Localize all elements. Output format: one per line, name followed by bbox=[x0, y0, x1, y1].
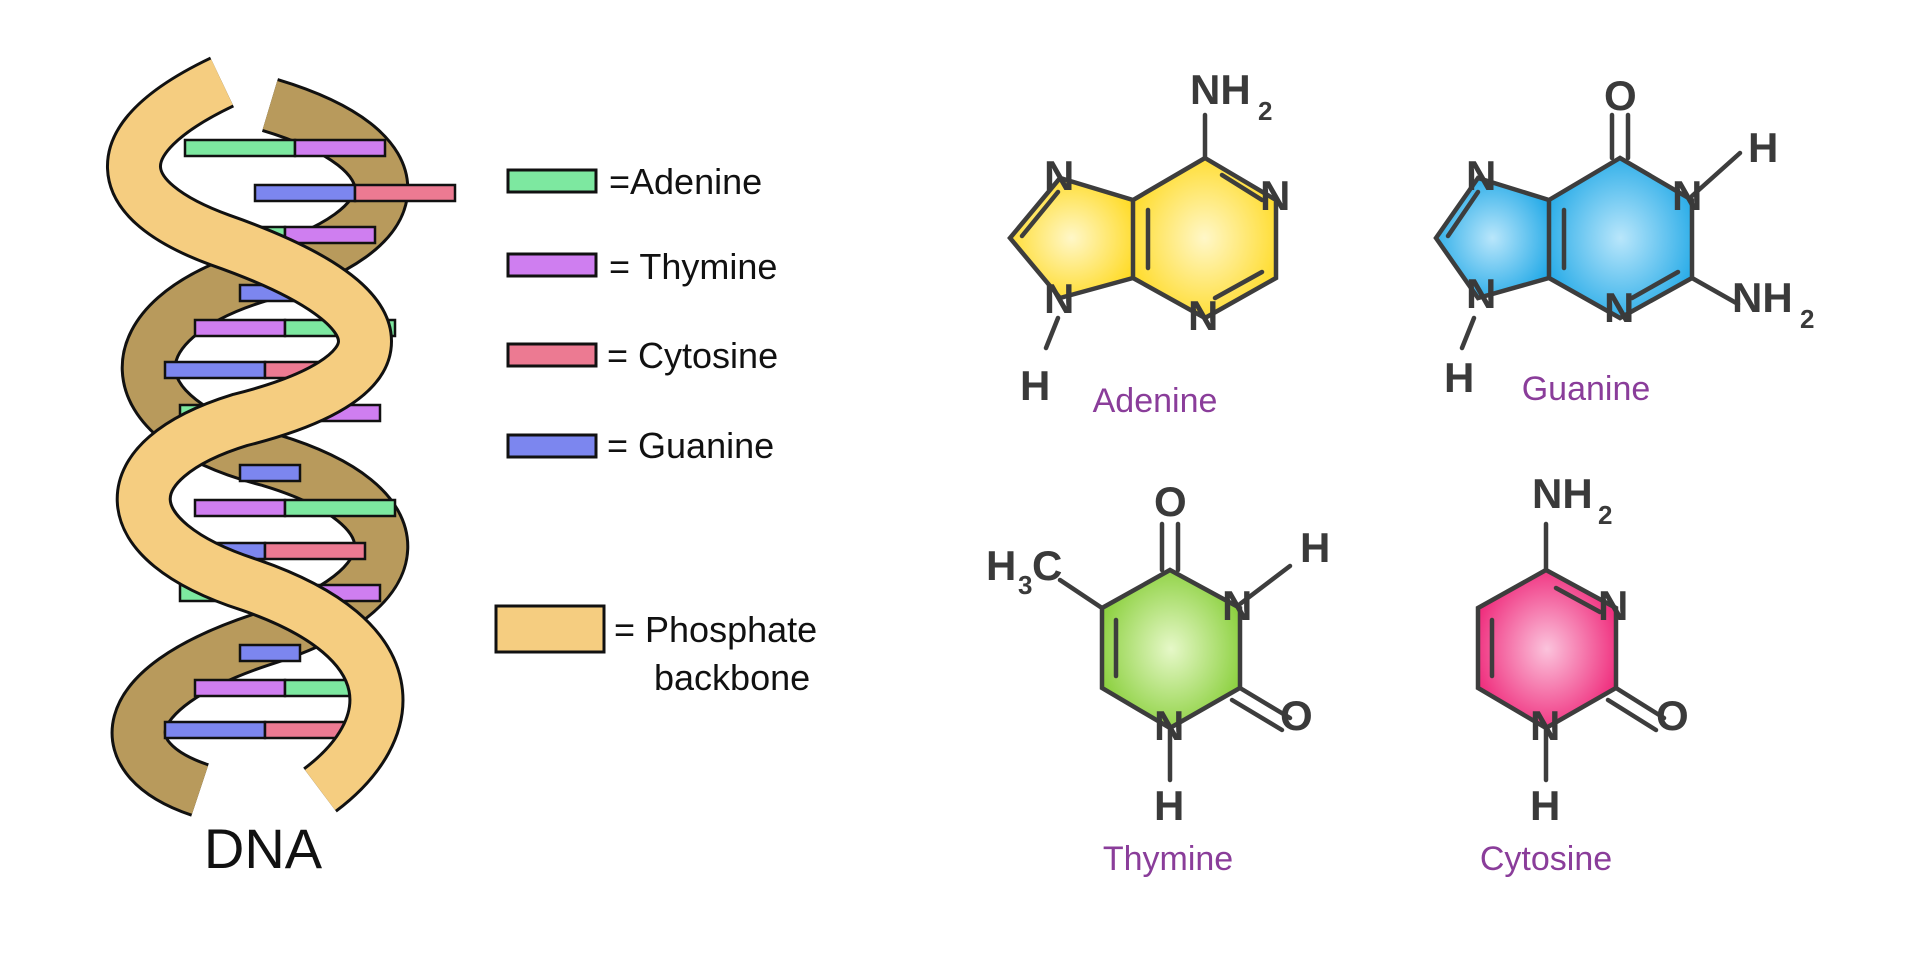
thymine-name: Thymine bbox=[1103, 840, 1233, 878]
legend-swatch-thymine bbox=[506, 252, 598, 278]
cytosine-nh2-subscript: 2 bbox=[1598, 500, 1612, 530]
cytosine-h1: H bbox=[1530, 782, 1560, 829]
thymine-h3c-h: H bbox=[986, 542, 1016, 589]
base-pair-rung-9-right bbox=[263, 541, 367, 561]
adenine-n3: N bbox=[1188, 292, 1218, 339]
thymine-o4: O bbox=[1154, 478, 1187, 525]
guanine-o: O bbox=[1604, 72, 1637, 119]
cytosine-n1: N bbox=[1530, 702, 1560, 749]
molecule-cytosine: NH 2 N O N H Cytosine bbox=[1475, 470, 1689, 878]
dna-helix: DNA bbox=[106, 56, 457, 880]
base-pair-rung-4-left bbox=[193, 318, 287, 338]
base-pair-rung-13-left bbox=[163, 720, 267, 740]
thymine-h3c-subscript: 3 bbox=[1018, 570, 1032, 600]
legend-label-thymine: = Thymine bbox=[609, 246, 777, 287]
thymine-h3: H bbox=[1300, 524, 1330, 571]
thymine-n1: N bbox=[1154, 702, 1184, 749]
guanine-name: Guanine bbox=[1522, 370, 1651, 408]
base-pair-rung-5-left bbox=[163, 360, 267, 380]
guanine-h9: H bbox=[1444, 354, 1474, 401]
molecule-guanine: O H N NH 2 N N N H Guanine bbox=[1433, 72, 1814, 408]
legend-label-backbone-line2: backbone bbox=[654, 657, 810, 698]
thymine-h3c-c: C bbox=[1032, 542, 1062, 589]
thymine-n3: N bbox=[1222, 582, 1252, 629]
legend-label-cytosine: = Cytosine bbox=[607, 335, 778, 376]
adenine-n7: N bbox=[1044, 152, 1074, 199]
legend-swatch-cytosine bbox=[506, 342, 598, 368]
adenine-n1: N bbox=[1260, 172, 1290, 219]
base-pair-rung-0-right bbox=[293, 138, 387, 158]
base-pair-rung-12-left bbox=[193, 678, 287, 698]
legend-label-backbone: = Phosphate bbox=[614, 609, 817, 650]
thymine-h1: H bbox=[1154, 782, 1184, 829]
cytosine-n3: N bbox=[1598, 582, 1628, 629]
base-pair-rung-7-left bbox=[238, 463, 302, 483]
adenine-h9: H bbox=[1020, 362, 1050, 409]
legend-label-adenine: =Adenine bbox=[609, 161, 762, 202]
molecule-adenine: NH 2 N N N N H Adenine bbox=[1007, 66, 1290, 420]
molecule-thymine: O H N O N H H 3 C Thymine bbox=[986, 478, 1330, 878]
base-pair-rung-8-left bbox=[193, 498, 287, 518]
thymine-o2: O bbox=[1280, 692, 1313, 739]
base-pair-rung-8-right bbox=[283, 498, 397, 518]
cytosine-nh2: NH bbox=[1532, 470, 1593, 517]
legend-swatch-guanine bbox=[506, 433, 598, 459]
adenine-nh2-subscript: 2 bbox=[1258, 96, 1272, 126]
guanine-n7: N bbox=[1466, 152, 1496, 199]
guanine-h1: H bbox=[1748, 124, 1778, 171]
cytosine-name: Cytosine bbox=[1480, 840, 1612, 878]
base-pair-rung-2-right bbox=[283, 225, 377, 245]
base-pair-rung-1-left bbox=[253, 183, 357, 203]
guanine-nh2-subscript: 2 bbox=[1800, 304, 1814, 334]
base-pair-rung-0-left bbox=[183, 138, 297, 158]
adenine-nh2: NH bbox=[1190, 66, 1251, 113]
legend-swatch-adenine bbox=[506, 168, 598, 194]
dna-title: DNA bbox=[204, 817, 323, 880]
guanine-n3: N bbox=[1604, 284, 1634, 331]
base-pair-rung-11-left bbox=[238, 643, 302, 663]
legend-swatch-backbone bbox=[494, 604, 606, 654]
legend: =Adenine = Thymine = Cytosine = Guanine … bbox=[494, 161, 817, 698]
guanine-nh2: NH bbox=[1732, 274, 1793, 321]
cytosine-o2: O bbox=[1656, 692, 1689, 739]
guanine-n9: N bbox=[1466, 270, 1496, 317]
legend-label-guanine: = Guanine bbox=[607, 425, 774, 466]
adenine-name: Adenine bbox=[1093, 382, 1218, 420]
base-pair-rung-1-right bbox=[353, 183, 457, 203]
adenine-n9: N bbox=[1044, 275, 1074, 322]
guanine-n1: N bbox=[1672, 172, 1702, 219]
